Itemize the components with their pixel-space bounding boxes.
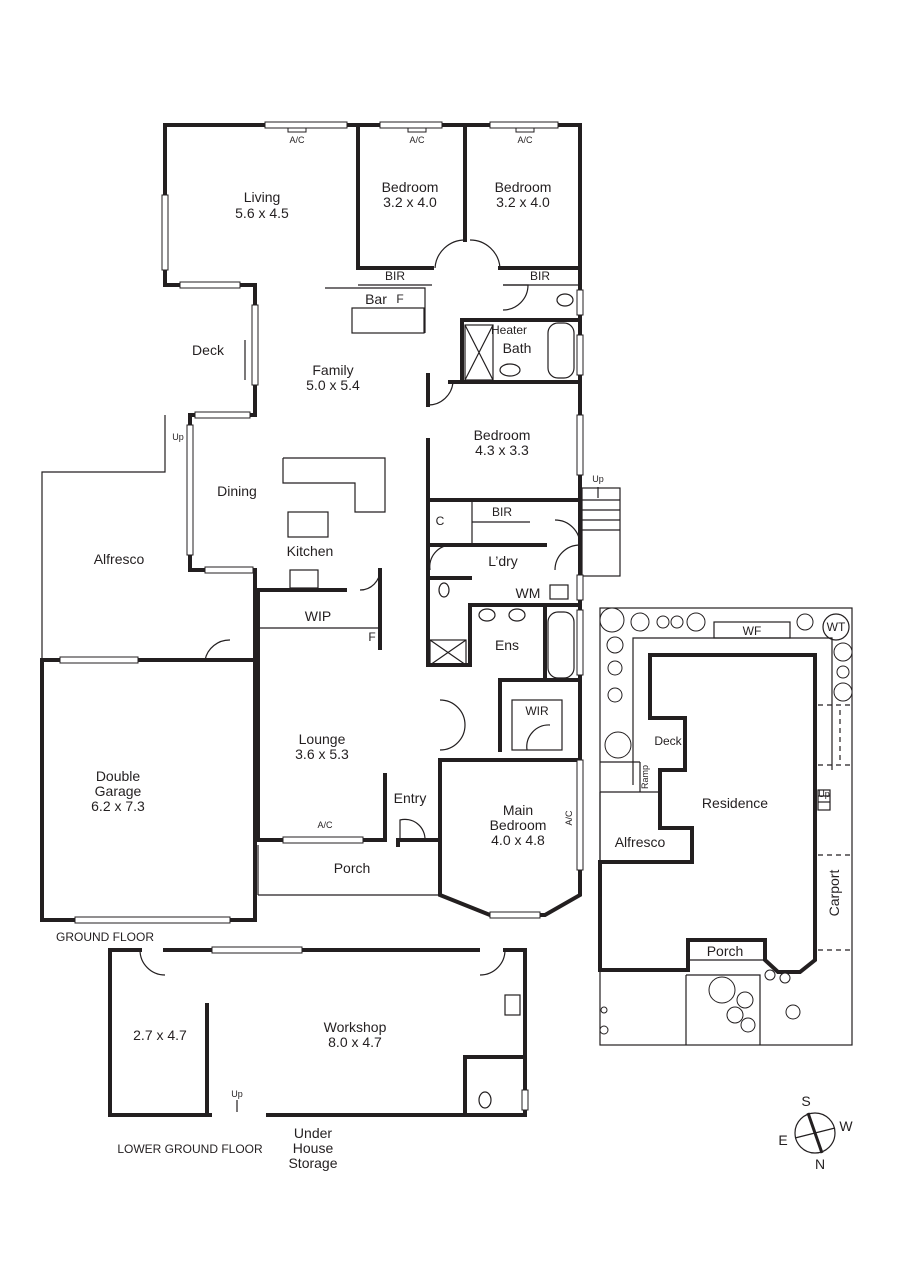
up-label: Up <box>231 1089 243 1099</box>
storage-label: Storage <box>288 1155 337 1171</box>
ac-label: A/C <box>564 810 574 826</box>
workshop-label: Workshop <box>324 1019 387 1035</box>
compass-w: W <box>839 1118 853 1134</box>
stairs <box>581 487 621 577</box>
ac-label: A/C <box>289 135 305 145</box>
c-label: C <box>436 514 445 528</box>
room-bedroom2-size: 3.2 x 4.0 <box>383 194 437 210</box>
bir-label: BIR <box>492 505 512 519</box>
ground-floor-title: GROUND FLOOR <box>56 930 154 944</box>
room-living: Living <box>244 189 281 205</box>
compass-n: N <box>815 1156 825 1172</box>
kitchen-label: Kitchen <box>287 543 334 559</box>
bar-f-label: F <box>396 292 403 306</box>
ac-label: A/C <box>517 135 533 145</box>
site-alfresco-label: Alfresco <box>615 834 666 850</box>
compass-e: E <box>778 1132 787 1148</box>
site-porch-label: Porch <box>707 943 744 959</box>
heater-label: Heater <box>491 323 527 337</box>
bir-label: BIR <box>530 269 550 283</box>
wf-label: WF <box>743 624 762 638</box>
f-label: F <box>368 630 375 644</box>
house-label: House <box>293 1140 334 1156</box>
room-main-bedroom-size: 4.0 x 4.8 <box>491 832 545 848</box>
workshop-size: 8.0 x 4.7 <box>328 1034 382 1050</box>
ground-floor-labels: A/C A/C A/C Living 5.6 x 4.5 Bedroom 3.2… <box>56 135 604 944</box>
room-garage: Double <box>96 768 141 784</box>
ac-label: A/C <box>409 135 425 145</box>
compass-icon: S W E N <box>778 1093 853 1172</box>
wir-label: WIR <box>525 704 549 718</box>
compass-s: S <box>801 1093 810 1109</box>
trees <box>599 607 853 1035</box>
carport-label: Carport <box>826 870 842 917</box>
site-plan: WF WT Deck Ramp Up Residence Alfresco Ca… <box>598 607 853 1046</box>
ens-label: Ens <box>495 637 519 653</box>
room-garage-size: 6.2 x 7.3 <box>91 798 145 814</box>
laundry-label: L’dry <box>488 553 518 569</box>
room-main-bedroom-2: Bedroom <box>490 817 547 833</box>
room-living-size: 5.6 x 4.5 <box>235 205 289 221</box>
room-main-bedroom: Main <box>503 802 533 818</box>
room-bedroom2: Bedroom <box>382 179 439 195</box>
room-bedroom4: Bedroom <box>474 427 531 443</box>
wm-label: WM <box>516 585 541 601</box>
bath-label: Bath <box>503 340 532 356</box>
lower-ground-floor-title: LOWER GROUND FLOOR <box>117 1142 263 1156</box>
ac-label: A/C <box>317 820 333 830</box>
under-label: Under <box>294 1125 332 1141</box>
site-deck-label: Deck <box>654 734 682 748</box>
lower-ground-floor: Workshop 8.0 x 4.7 2.7 x 4.7 Up LOWER GR… <box>108 946 529 1171</box>
porch-label: Porch <box>334 860 371 876</box>
bar-label: Bar <box>365 291 387 307</box>
bir-label: BIR <box>385 269 405 283</box>
up-label: Up <box>172 432 184 442</box>
room-bedroom3: Bedroom <box>495 179 552 195</box>
entry-label: Entry <box>394 790 427 806</box>
ramp-label: Ramp <box>640 765 650 789</box>
alfresco-label: Alfresco <box>94 551 145 567</box>
residence-label: Residence <box>702 795 768 811</box>
dining-label: Dining <box>217 483 257 499</box>
room-garage-2: Garage <box>95 783 142 799</box>
storage-room-size: 2.7 x 4.7 <box>133 1027 187 1043</box>
room-bedroom4-size: 4.3 x 3.3 <box>475 442 529 458</box>
room-lounge: Lounge <box>299 731 346 747</box>
wt-label: WT <box>827 620 846 634</box>
deck-label: Deck <box>192 342 225 358</box>
up-label: Up <box>592 474 604 484</box>
room-bedroom3-size: 3.2 x 4.0 <box>496 194 550 210</box>
site-up-label: Up <box>818 789 830 799</box>
room-lounge-size: 3.6 x 5.3 <box>295 746 349 762</box>
room-family: Family <box>312 362 353 378</box>
wip-label: WIP <box>305 608 331 624</box>
windows <box>59 121 584 924</box>
room-family-size: 5.0 x 5.4 <box>306 377 360 393</box>
